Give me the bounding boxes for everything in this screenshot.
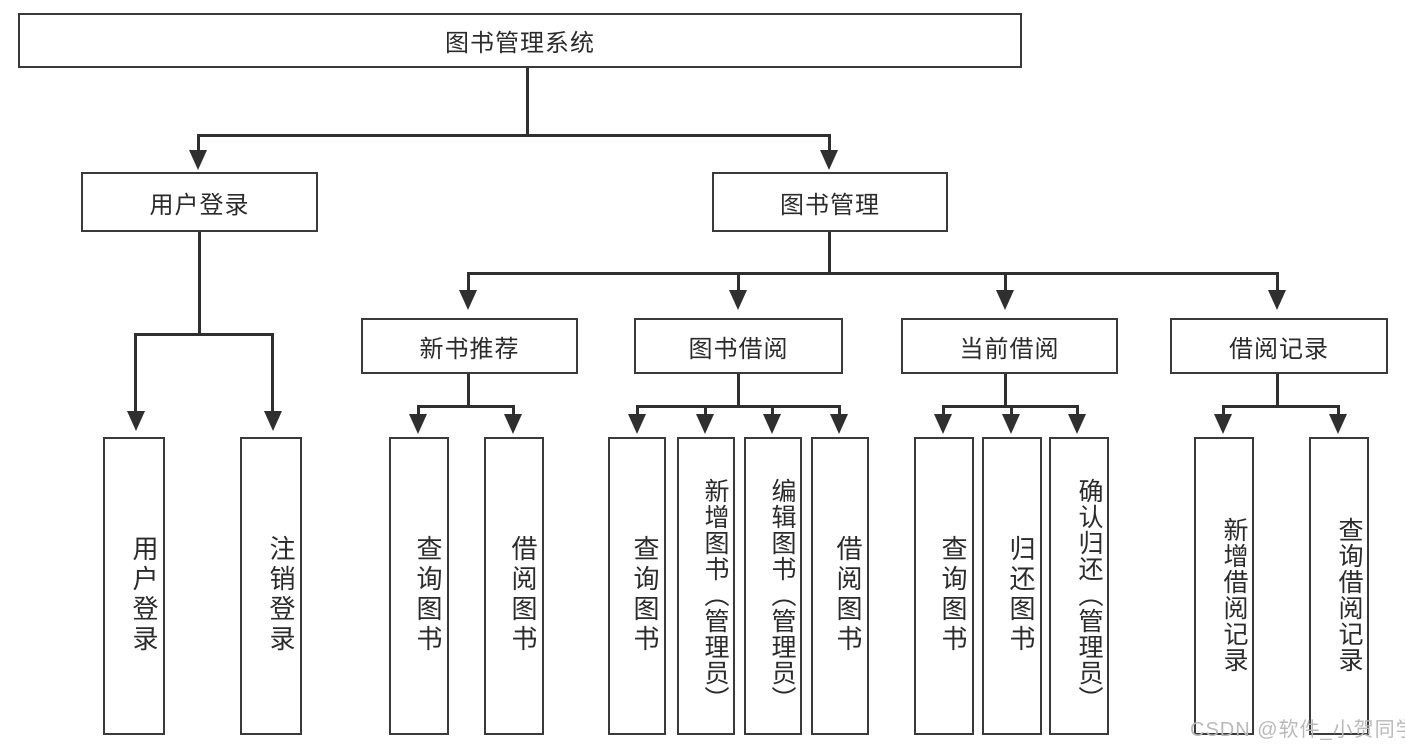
edge-current-borrow-stem bbox=[1004, 374, 1007, 407]
csdn-watermark: CSDN @软件_小贺同学 bbox=[1190, 719, 1405, 741]
leaf-nbr-query-book[interactable]: 查询图书 bbox=[389, 437, 449, 735]
node-borrow-record[interactable]: 借阅记录 bbox=[1170, 318, 1388, 374]
edge-cb-drop-2 bbox=[1010, 405, 1013, 419]
edge-root-to-book-manage bbox=[828, 134, 831, 154]
leaf-bb-query-book[interactable]: 查询图书 bbox=[608, 437, 666, 735]
leaf-br-add-record[interactable]: 新增借阅记录 bbox=[1194, 437, 1254, 735]
arrow-to-leaf-cb-query bbox=[934, 414, 952, 434]
node-label: 新增图书（管理员） bbox=[701, 478, 729, 712]
node-label: 查询图书 bbox=[630, 535, 660, 655]
edge-br-drop-1 bbox=[1222, 405, 1225, 419]
edge-bb-drop-4 bbox=[838, 405, 841, 419]
node-label: 新增借阅记录 bbox=[1220, 517, 1248, 673]
edge-drop-new-book bbox=[467, 272, 470, 294]
arrow-to-leaf-cb-return bbox=[1002, 414, 1020, 434]
node-label: 图书借阅 bbox=[688, 335, 789, 363]
leaf-cb-return-book[interactable]: 归还图书 bbox=[982, 437, 1042, 735]
node-label: 归还图书 bbox=[1006, 535, 1036, 655]
leaf-bb-edit-book-admin[interactable]: 编辑图书（管理员） bbox=[744, 437, 802, 735]
arrow-to-leaf-bb-edit bbox=[763, 414, 781, 434]
node-label: 编辑图书（管理员） bbox=[768, 478, 796, 712]
arrow-to-borrow-record bbox=[1268, 290, 1286, 310]
arrow-to-leaf-bb-add bbox=[696, 414, 714, 434]
node-label: 用户登录 bbox=[149, 191, 250, 219]
edge-book-manage-bus bbox=[467, 272, 1279, 275]
edge-drop-current-borrow bbox=[1004, 272, 1007, 294]
edge-borrow-record-stem bbox=[1276, 374, 1279, 407]
arrow-to-user-login bbox=[189, 150, 207, 170]
node-label: 借阅图书 bbox=[508, 535, 538, 655]
edge-bb-drop-3 bbox=[771, 405, 774, 419]
node-root-system[interactable]: 图书管理系统 bbox=[18, 13, 1022, 68]
arrow-to-leaf-bb-borrow bbox=[830, 414, 848, 434]
node-new-book-recommend[interactable]: 新书推荐 bbox=[361, 318, 578, 374]
leaf-user-login[interactable]: 用户登录 bbox=[103, 437, 165, 735]
node-label: 图书管理 bbox=[780, 191, 880, 219]
edge-new-book-drop-1 bbox=[417, 405, 420, 419]
node-label: 借阅图书 bbox=[833, 535, 863, 655]
edge-new-book-bus bbox=[417, 405, 515, 408]
edge-user-login-drop-1 bbox=[134, 333, 137, 415]
node-label: 确认归还（管理员） bbox=[1075, 478, 1103, 712]
arrow-to-leaf-nbr-borrow bbox=[504, 414, 522, 434]
node-current-borrow[interactable]: 当前借阅 bbox=[901, 318, 1118, 374]
edge-root-to-user-login bbox=[197, 134, 200, 154]
node-label: 借阅记录 bbox=[1229, 335, 1329, 363]
arrow-to-leaf-br-add bbox=[1214, 414, 1232, 434]
leaf-br-query-record[interactable]: 查询借阅记录 bbox=[1309, 437, 1369, 735]
leaf-nbr-borrow-book[interactable]: 借阅图书 bbox=[484, 437, 544, 735]
edge-user-login-stem bbox=[198, 232, 201, 335]
arrow-to-current-borrow bbox=[996, 290, 1014, 310]
leaf-bb-borrow-book[interactable]: 借阅图书 bbox=[811, 437, 869, 735]
node-label: 新书推荐 bbox=[419, 335, 520, 363]
arrow-to-book-manage bbox=[820, 150, 838, 170]
node-label: 图书管理系统 bbox=[445, 30, 595, 57]
node-label: 查询图书 bbox=[938, 535, 968, 655]
leaf-bb-add-book-admin[interactable]: 新增图书（管理员） bbox=[677, 437, 735, 735]
edge-book-borrow-bus bbox=[636, 405, 841, 408]
edge-new-book-drop-2 bbox=[512, 405, 515, 419]
edge-root-stem bbox=[526, 68, 529, 136]
arrow-to-leaf-nbr-query bbox=[409, 414, 427, 434]
edge-new-book-stem bbox=[467, 374, 470, 407]
edge-bb-drop-2 bbox=[704, 405, 707, 419]
arrow-to-leaf-br-query bbox=[1329, 414, 1347, 434]
arrow-to-new-book-recommend bbox=[459, 290, 477, 310]
arrow-to-leaf-logout bbox=[264, 411, 282, 431]
node-label: 用户登录 bbox=[129, 535, 159, 655]
edge-borrow-record-bus bbox=[1222, 405, 1340, 408]
edge-root-bus bbox=[197, 134, 831, 137]
node-book-management[interactable]: 图书管理 bbox=[712, 172, 948, 232]
node-label: 查询借阅记录 bbox=[1335, 517, 1363, 673]
edge-bb-drop-1 bbox=[636, 405, 639, 419]
edge-user-login-bus bbox=[134, 333, 273, 336]
node-label: 查询图书 bbox=[413, 535, 443, 655]
edge-book-borrow-stem bbox=[737, 374, 740, 407]
node-user-login[interactable]: 用户登录 bbox=[81, 172, 318, 232]
arrow-to-leaf-bb-query bbox=[628, 414, 646, 434]
arrow-to-leaf-user-login bbox=[127, 411, 145, 431]
node-label: 当前借阅 bbox=[959, 335, 1060, 363]
edge-br-drop-2 bbox=[1337, 405, 1340, 419]
edge-cb-drop-3 bbox=[1076, 405, 1079, 419]
leaf-logout[interactable]: 注销登录 bbox=[240, 437, 302, 735]
leaf-cb-confirm-return-admin[interactable]: 确认归还（管理员） bbox=[1049, 437, 1109, 735]
edge-drop-book-borrow bbox=[737, 272, 740, 294]
edge-cb-drop-1 bbox=[942, 405, 945, 419]
edge-drop-borrow-record bbox=[1276, 272, 1279, 294]
arrow-to-book-borrow bbox=[729, 290, 747, 310]
edge-book-manage-stem bbox=[828, 232, 831, 274]
leaf-cb-query-book[interactable]: 查询图书 bbox=[914, 437, 974, 735]
edge-user-login-drop-2 bbox=[271, 333, 274, 415]
node-book-borrow[interactable]: 图书借阅 bbox=[634, 318, 843, 374]
node-label: 注销登录 bbox=[266, 535, 296, 655]
arrow-to-leaf-cb-confirm bbox=[1068, 414, 1086, 434]
